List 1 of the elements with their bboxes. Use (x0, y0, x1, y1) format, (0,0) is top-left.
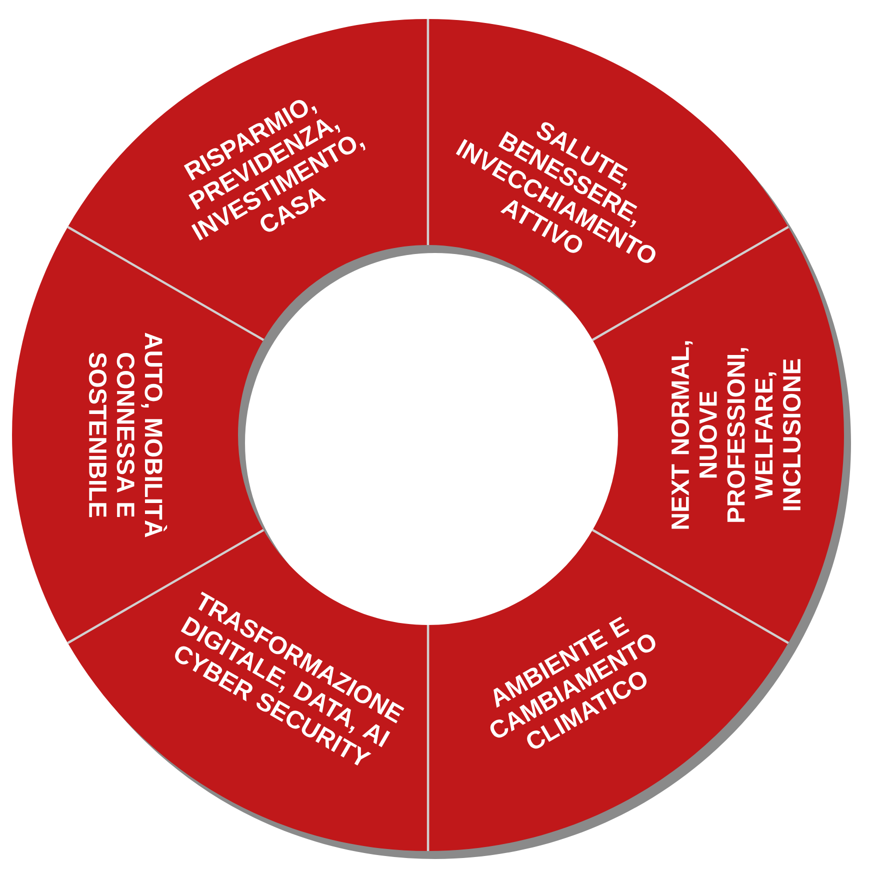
node-label: NEXT NORMAL, NUOVE PROFESSIONI, WELFARE, INCLUSIONE (671, 341, 801, 529)
